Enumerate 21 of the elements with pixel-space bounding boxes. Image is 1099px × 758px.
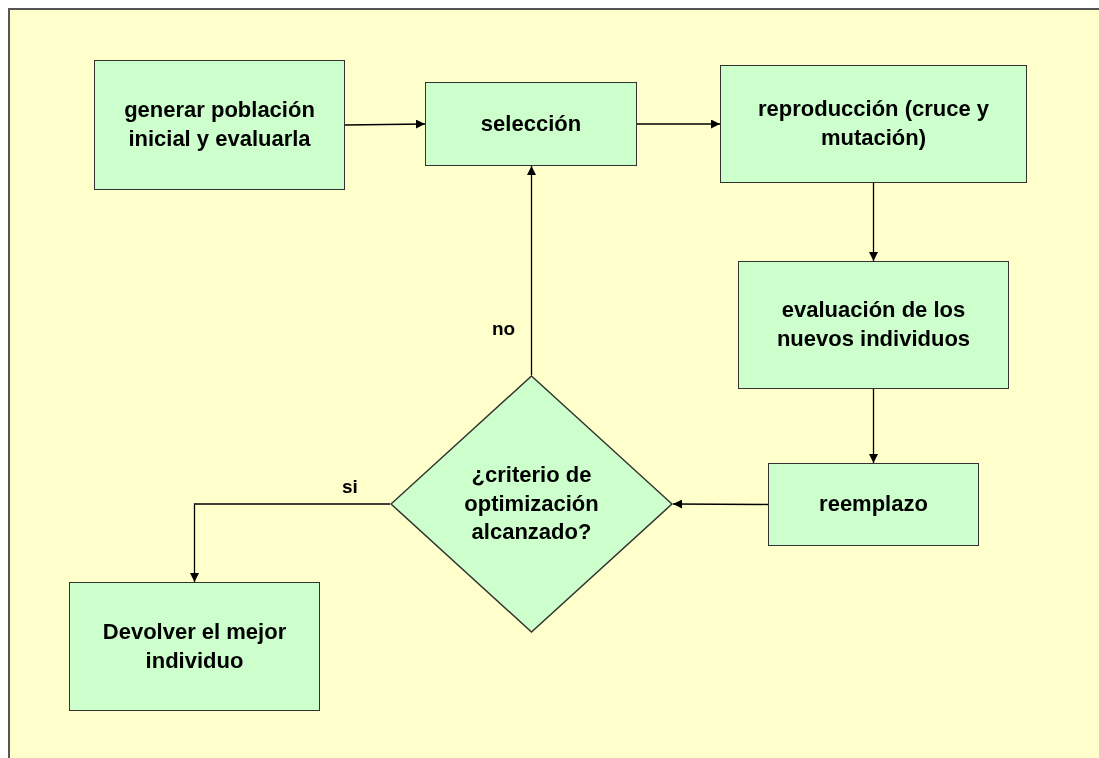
node-label: reemplazo — [818, 490, 929, 519]
node-label: Devolver el mejor individuo — [101, 617, 288, 675]
arrow — [869, 182, 878, 262]
arrow — [190, 503, 391, 583]
node-label: evaluación de los nuevos individuos — [775, 296, 972, 353]
arrow — [344, 119, 426, 129]
decision-diamond — [390, 375, 673, 633]
arrow — [672, 499, 769, 509]
process-box — [425, 82, 637, 166]
node-label: reproducción (cruce y mutación) — [756, 95, 991, 152]
process-box — [768, 463, 979, 546]
arrow — [527, 165, 536, 376]
node-label: ¿criterio de optimización alcanzado? — [463, 461, 600, 547]
arrow — [869, 388, 878, 464]
arrow — [636, 119, 721, 129]
process-box — [720, 65, 1027, 183]
process-box — [69, 582, 320, 711]
node-label: selección — [479, 109, 583, 138]
node-label: generar población inicial y evaluarla — [123, 96, 316, 153]
process-box — [94, 60, 345, 190]
process-box — [738, 261, 1009, 389]
